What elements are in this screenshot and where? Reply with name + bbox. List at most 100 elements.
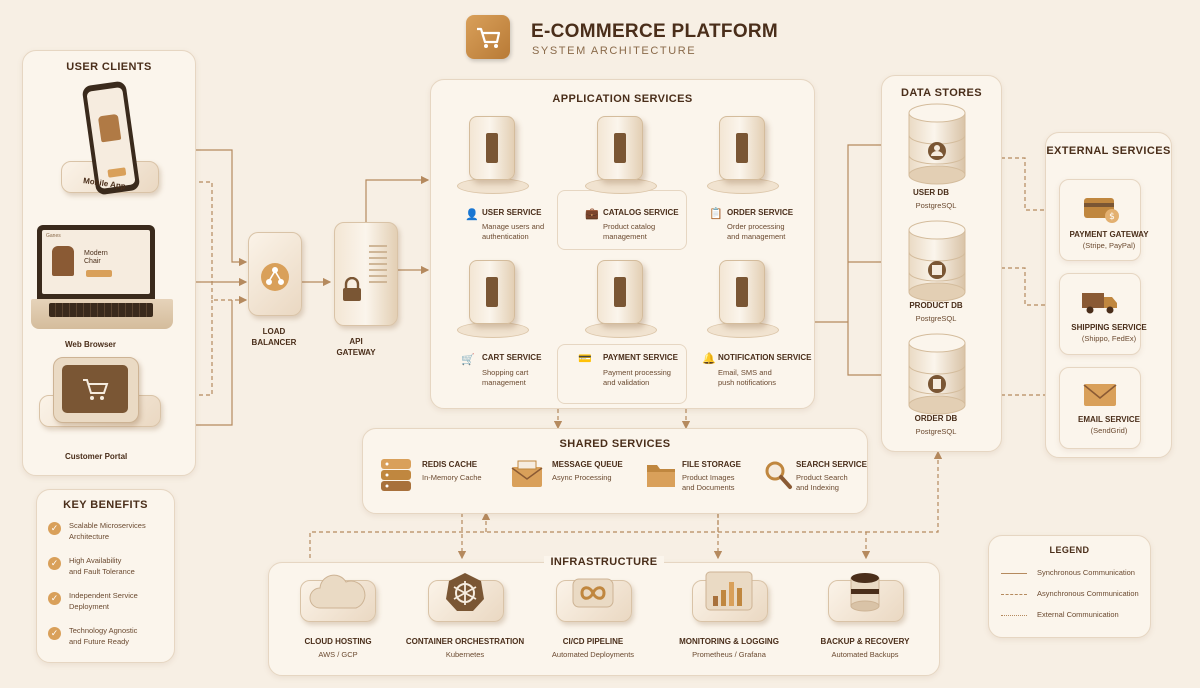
load-balancer-label-1: LOAD [262, 327, 286, 336]
legend-dotted-line [1001, 615, 1027, 616]
payment-gateway-name: PAYMENT GATEWAY [1069, 230, 1149, 239]
keyboard-keys [49, 303, 153, 317]
cart-icon: 🛒 [461, 354, 475, 366]
mail-queue-icon [511, 460, 543, 487]
api-gateway-label-1: API [349, 337, 363, 346]
application-services-panel: APPLICATION SERVICES 👤 USER SERVICE Mana… [430, 79, 815, 409]
application-services-title: APPLICATION SERVICES [552, 93, 693, 105]
shipping-service-name: SHIPPING SERVICE [1071, 323, 1147, 332]
shipping-service-detail: (Shippo, FedEx) [1081, 334, 1137, 343]
legend-dashed-line [1001, 594, 1027, 595]
data-stores-title: DATA STORES [901, 87, 982, 99]
notification-service-desc-1: Email, SMS and [718, 368, 772, 377]
email-service-detail: (SendGrid) [1090, 426, 1128, 435]
payment-service-desc-2: and validation [603, 378, 650, 387]
notification-service-server [719, 260, 765, 324]
order-service-name: ORDER SERVICE [727, 208, 794, 217]
catalog-service-name: CATALOG SERVICE [603, 208, 679, 217]
key-benefits-title: KEY BENEFITS [63, 499, 148, 511]
bell-icon: 🔔 [702, 353, 716, 365]
payment-service-desc-1: Payment processing [603, 368, 671, 377]
credit-card-icon: $ [1084, 198, 1119, 223]
product-db-name: PRODUCT DB [909, 301, 963, 310]
backup-recovery-name: BACKUP & RECOVERY [820, 637, 910, 646]
benefit-1-line-1: Scalable Microservices [69, 521, 146, 530]
cicd-pipeline-name: CI/CD PIPELINE [562, 637, 624, 646]
user-icon: 👤 [465, 209, 479, 221]
file-storage-desc-2: and Documents [682, 483, 735, 492]
check-icon: ✓ [48, 592, 61, 605]
load-balancer-label-2: BALANCER [251, 338, 297, 347]
api-gateway-label-2: GATEWAY [336, 348, 376, 357]
notification-service-name: NOTIFICATION SERVICE [718, 353, 812, 362]
customer-portal-label: Customer Portal [65, 452, 128, 461]
server-base-catalog [585, 178, 657, 194]
user-service-server [469, 116, 515, 180]
external-services-title: EXTERNAL SERVICES [1046, 145, 1171, 157]
monitoring-name: MONITORING & LOGGING [679, 637, 779, 646]
network-icon [261, 263, 289, 291]
portal-kiosk [53, 357, 139, 423]
cart-service-name: CART SERVICE [482, 353, 542, 362]
server-slot [614, 133, 626, 163]
kubernetes-icon [446, 573, 484, 611]
catalog-service-desc-1: Product catalog [603, 222, 656, 231]
server-base-order [707, 178, 779, 194]
payment-icon: 💳 [578, 353, 592, 365]
benefit-1-line-2: Architecture [69, 532, 110, 541]
bar-chart-icon [705, 571, 753, 611]
container-orchestration-detail: Kubernetes [445, 650, 485, 659]
check-icon: ✓ [48, 557, 61, 570]
email-service-name: EMAIL SERVICE [1078, 415, 1140, 424]
load-balancer-node [248, 232, 302, 316]
payment-gateway-card: $ [1059, 179, 1141, 261]
payment-service-name: PAYMENT SERVICE [603, 353, 678, 362]
redis-cache-desc-1: In-Memory Cache [422, 473, 482, 482]
legend-solid-line [1001, 573, 1027, 574]
line-infra-datastores [866, 450, 943, 533]
cart-icon [83, 379, 109, 400]
web-cta-button[interactable] [86, 270, 112, 277]
gateway-vents [369, 245, 387, 285]
chair-icon [97, 113, 122, 143]
legend-title: LEGEND [1049, 545, 1090, 555]
user-db-cylinder [908, 103, 966, 185]
benefit-2-line-1: High Availability [69, 556, 122, 565]
check-icon: ✓ [48, 522, 61, 535]
cloud-hosting-name: CLOUD HOSTING [304, 637, 372, 646]
notification-service-desc-2: push notifications [718, 378, 776, 387]
monitoring-detail: Prometheus / Grafana [692, 650, 766, 659]
cloud-hosting-detail: AWS / GCP [318, 650, 358, 659]
cicd-pipeline-detail: Automated Deployments [551, 650, 635, 659]
user-service-desc-1: Manage users and [482, 222, 545, 231]
infrastructure-title: INFRASTRUCTURE [544, 556, 664, 568]
catalog-service-desc-2: management [603, 232, 647, 241]
envelope-icon [1083, 384, 1117, 406]
line-ext-1 [980, 157, 1059, 215]
header-logo [466, 15, 510, 59]
portal-screen [62, 365, 128, 413]
database-icon [850, 573, 880, 612]
redis-cache-name: REDIS CACHE [422, 460, 478, 469]
benefit-2-line-2: and Fault Tolerance [69, 567, 135, 576]
message-queue-name: MESSAGE QUEUE [552, 460, 623, 469]
email-service-card [1059, 367, 1141, 449]
line-ext-2 [980, 267, 1059, 310]
search-service-desc-2: and Indexing [796, 483, 839, 492]
order-db-engine: PostgreSQL [915, 427, 957, 436]
svg-text:$: $ [1109, 212, 1115, 222]
order-db-cylinder [908, 333, 966, 415]
legend-external-label: External Communication [1037, 610, 1119, 619]
order-service-server [719, 116, 765, 180]
mobile-cta-button[interactable] [107, 167, 127, 178]
line-mobile-lb [192, 149, 248, 267]
product-db-cylinder [908, 220, 966, 302]
container-orchestration-name: CONTAINER ORCHESTRATION [405, 637, 525, 646]
lock-icon [343, 277, 361, 301]
order-service-desc-2: and management [727, 232, 786, 241]
line-mobile-lb-async [192, 181, 248, 305]
benefit-3-line-1: Independent Service [69, 591, 138, 600]
legend-panel: LEGEND Synchronous Communication Asynchr… [988, 535, 1151, 638]
laptop-screen: Ganes Modern Chair [42, 230, 150, 294]
